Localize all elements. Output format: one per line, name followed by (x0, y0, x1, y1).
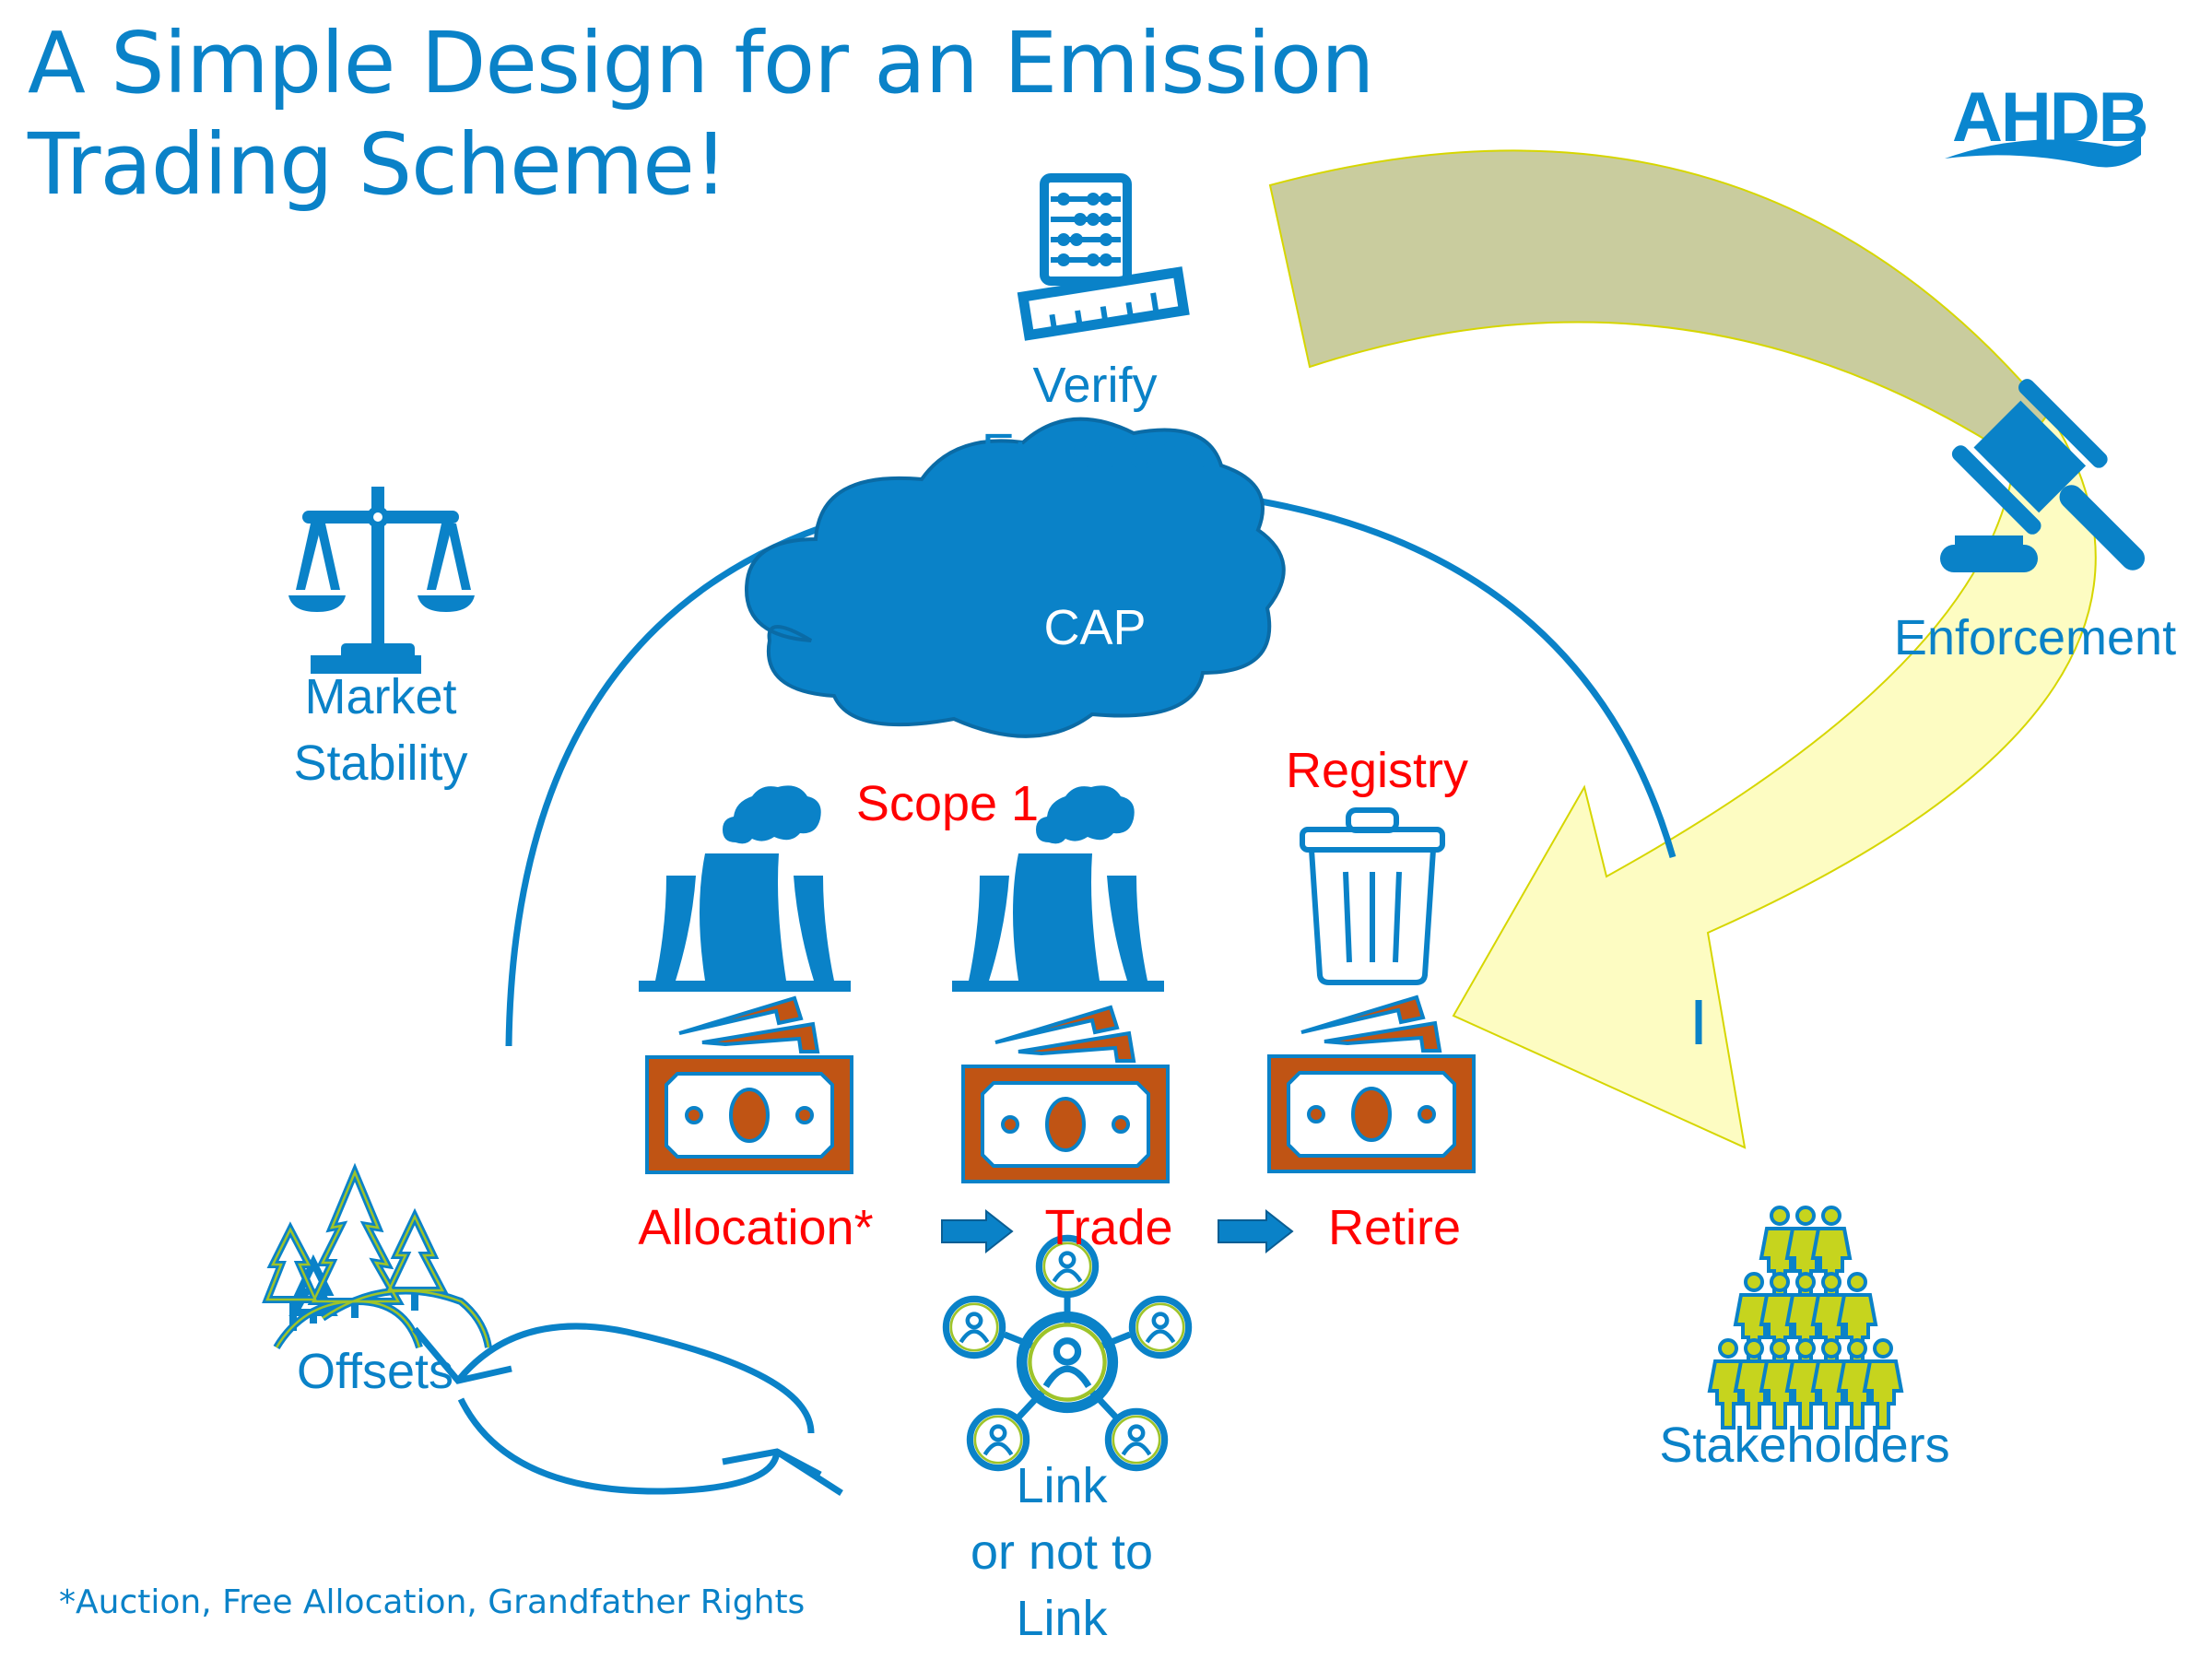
verify-emissions-label: Verify Emissions (982, 352, 1208, 485)
link-label-line3: Link (1016, 1591, 1108, 1646)
trash-bin-icon (1300, 807, 1445, 985)
link-label-line1: Link (1016, 1458, 1108, 1513)
right-arrow-icon (1218, 1208, 1294, 1254)
scope-label: Scope 1 (855, 776, 1040, 831)
offset-link-cycle-arrows (412, 1323, 843, 1496)
offsets-label: Offsets (296, 1344, 454, 1399)
gavel-icon (1940, 379, 2145, 572)
banknote-icon (1267, 995, 1476, 1173)
title-line-2: Trading Scheme! (28, 115, 728, 214)
enforcement-label: Enforcement (1893, 610, 2177, 665)
ahdb-logo: AHDB (1952, 78, 2149, 157)
enforcement-flow-band (1268, 149, 2051, 460)
stakeholders-label: Stakeholders (1659, 1418, 1950, 1473)
market-stability-line2: Stability (293, 735, 468, 791)
flow-step-trade: Trade (1044, 1200, 1173, 1255)
forest-icon-inner (265, 1169, 490, 1348)
link-label: Link or not to Link (971, 1453, 1153, 1652)
right-arrow-icon (941, 1208, 1014, 1254)
factory-icon (639, 785, 851, 992)
flow-step-allocation: Allocation* (638, 1200, 874, 1255)
people-crowd-icon (1708, 1206, 1903, 1430)
link-label-line2: or not to (970, 1524, 1154, 1580)
title-line-1: A Simple Design for an Emission (28, 14, 1374, 112)
forest-icon (262, 1162, 492, 1350)
footnote: *Auction, Free Allocation, Grandfather R… (59, 1583, 806, 1621)
banknote-icon (961, 1006, 1170, 1183)
flow-step-retire: Retire (1327, 1200, 1462, 1255)
market-stability-line1: Market (304, 669, 457, 724)
abacus-ruler-icon (1017, 173, 1190, 341)
cap-cloud-icon (744, 417, 1286, 738)
verify-label-line1: Verify (1032, 358, 1158, 413)
verify-label-line2: Emissions (981, 424, 1209, 479)
page-title: A Simple Design for an Emission Trading … (28, 13, 1374, 216)
cap-label: CAP (1043, 600, 1147, 655)
enforcement-feedback-arrow (1452, 411, 2097, 1149)
market-stability-label: Market Stability (293, 664, 467, 796)
balance-scale-icon (288, 487, 475, 674)
people-network-icon (946, 1238, 1188, 1467)
registry-label: Registry (1285, 743, 1469, 798)
banknote-icon (645, 996, 853, 1174)
ahdb-logo-wave (1945, 134, 2141, 168)
